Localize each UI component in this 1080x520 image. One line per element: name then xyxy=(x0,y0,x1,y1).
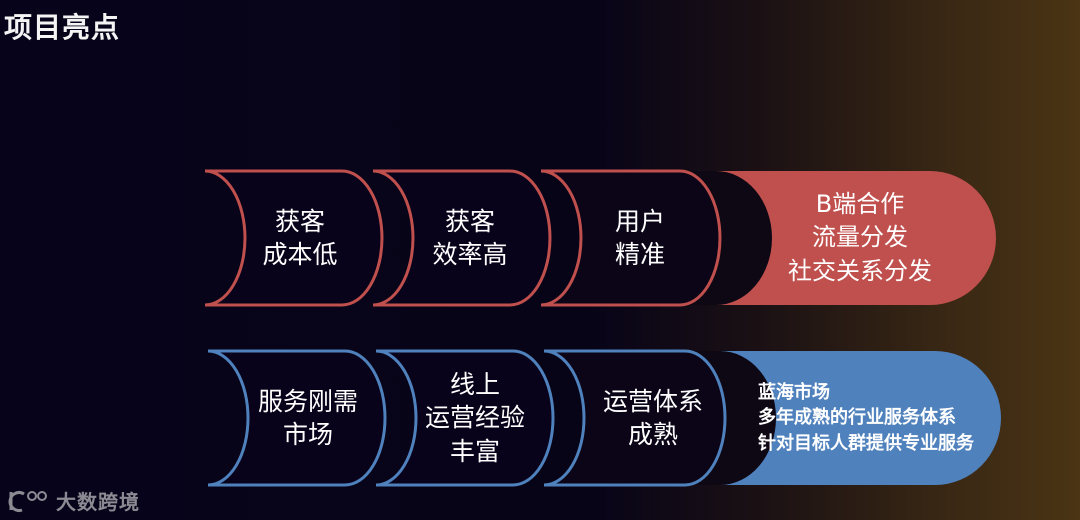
segment-line: 线上 xyxy=(449,370,500,400)
brand-logo: 大数跨境 xyxy=(8,486,140,515)
end-line: 针对目标人群提供专业服务 xyxy=(758,432,974,454)
segment-line: 效率高 xyxy=(432,240,508,269)
segment-line: 成本低 xyxy=(262,240,338,269)
end-line: 流量分发 xyxy=(812,223,908,252)
end-line: B端合作 xyxy=(815,190,905,219)
red-segment-3: 用户精准 xyxy=(565,171,715,305)
blue-segment-1: 服务刚需市场 xyxy=(233,351,383,485)
segment-line: 获客 xyxy=(444,206,495,236)
logo-100-icon xyxy=(8,490,47,512)
segment-line: 用户 xyxy=(614,206,665,236)
page-title: 项目亮点 xyxy=(4,11,121,44)
end-line: 蓝海市场 xyxy=(758,382,830,404)
segment-line: 运营体系 xyxy=(602,386,703,416)
segment-line: 运营经验 xyxy=(424,403,525,433)
segment-line: 丰富 xyxy=(449,436,500,466)
red-segment-2: 获客效率高 xyxy=(395,171,545,305)
logo-text: 大数跨境 xyxy=(56,490,140,514)
end-line: 多年成熟的行业服务体系 xyxy=(758,407,956,429)
blue-segment-3: 运营体系成熟 xyxy=(578,351,728,485)
end-line: 社交关系分发 xyxy=(788,256,932,285)
segment-line: 市场 xyxy=(282,420,333,449)
red-end-capsule: B端合作流量分发社交关系分发 xyxy=(760,171,960,305)
blue-segment-2: 线上运营经验丰富 xyxy=(400,351,550,485)
segment-line: 服务刚需 xyxy=(257,386,358,416)
segment-line: 精准 xyxy=(614,240,665,269)
red-segment-1: 获客成本低 xyxy=(225,171,375,305)
segment-line: 成熟 xyxy=(627,420,678,449)
blue-end-capsule: 蓝海市场多年成熟的行业服务体系针对目标人群提供专业服务 xyxy=(758,351,1008,485)
segment-line: 获客 xyxy=(274,206,325,236)
